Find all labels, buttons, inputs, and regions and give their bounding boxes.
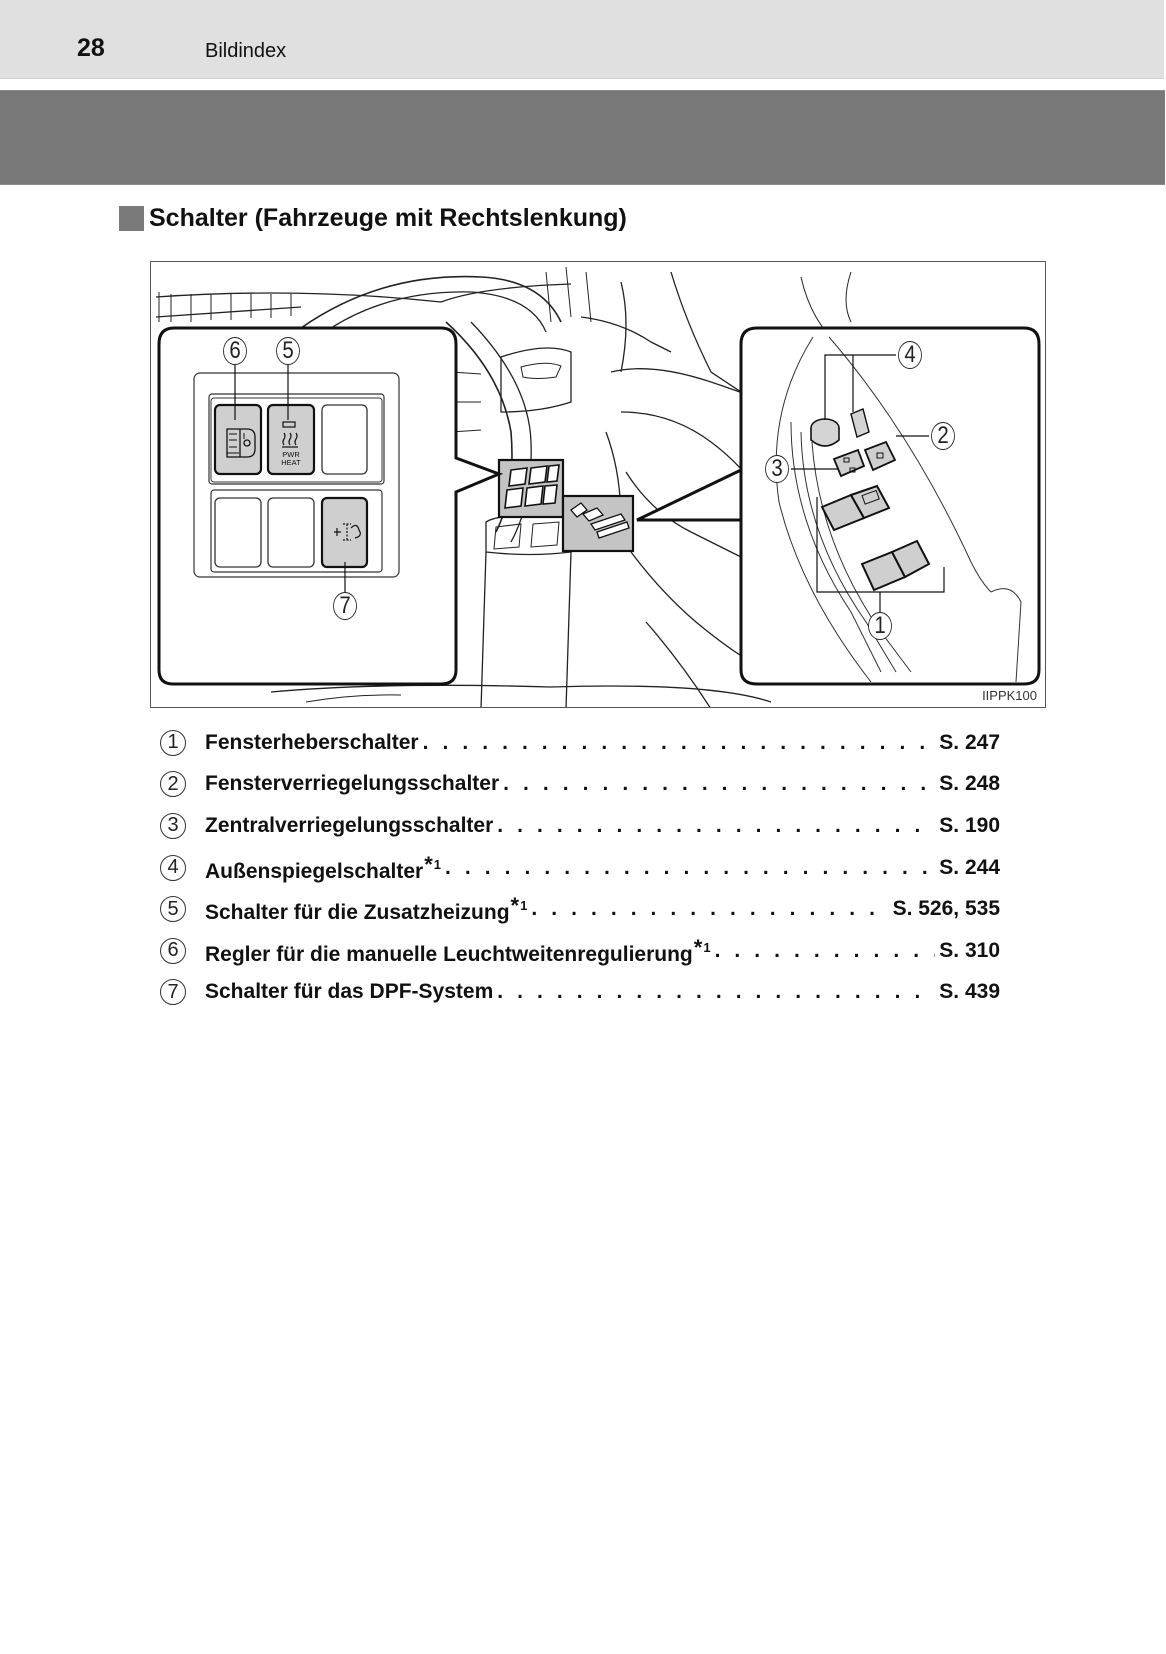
heater-icon [282,421,298,448]
footnote-asterisk: * [424,851,433,877]
vent-grille [158,292,292,322]
callout-list: 1 Fensterheberschalter . . . . . . . . .… [160,722,1000,1013]
headlight-leveling-switch [213,403,263,476]
callout-label: Außenspiegelschalter*1 [205,852,441,884]
mirror-knob-icon [810,418,840,447]
callout-label: Schalter für das DPF-System [205,980,494,1004]
window-lock-icon [876,452,884,459]
figure-label-2: 2 [931,422,955,450]
page-reference-link[interactable]: S. 190 [939,813,1000,837]
section-marker-icon [119,206,144,231]
callout-item: 1 Fensterheberschalter . . . . . . . . .… [160,722,1000,764]
dpf-icon [334,523,361,541]
running-head: Bildindex [205,40,287,62]
callout-item: 6 Regler für die manuelle Leuchtweitenre… [160,930,1000,972]
pwr-label: PWR [282,450,300,459]
callout-number: 2 [160,771,186,798]
figure-label-7: 7 [333,592,357,620]
callout-label: Zentralverriegelungsschalter [205,813,494,837]
door-lock-switch [832,448,866,478]
leader-dots: . . . . . . . . . . . . . . . . . . . . … [497,813,935,837]
chapter-bar [0,90,1165,185]
center-vent [500,347,572,413]
callout-number: 7 [160,979,186,1006]
figure-label-4: 4 [898,341,922,369]
heat-label: HEAT [281,458,301,467]
callout-label: Fensterverriegelungsschalter [205,772,500,796]
callout-item: 5 Schalter für die Zusatzheizung*1 . . .… [160,888,1000,930]
callout-number: 3 [160,812,186,839]
page-reference-link[interactable]: S. 244 [939,855,1000,879]
figure-id: IIPPK100 [982,688,1037,703]
callout-item: 2 Fensterverriegelungsschalter . . . . .… [160,764,1000,806]
figure-label-1: 1 [868,612,892,640]
callout-label: Regler für die manuelle Leuchtweitenregu… [205,935,711,967]
callout-item: 3 Zentralverriegelungsschalter . . . . .… [160,805,1000,847]
callout-number: 4 [160,854,186,881]
callout-number: 5 [160,896,186,923]
callout-item: 4 Außenspiegelschalter*1 . . . . . . . .… [160,847,1000,889]
window-lock-switch [863,440,897,472]
page-reference-link[interactable]: S. 247 [939,730,1000,754]
left-inset: PWR HEAT [157,326,504,686]
callout-item: 7 Schalter für das DPF-System . . . . . … [160,972,1000,1014]
figure-label-6: 6 [223,337,247,365]
callout-label-text: Regler für die manuelle Leuchtweitenregu… [205,942,693,966]
page-reference-link[interactable]: S. 310 [939,938,1000,962]
page-reference-link[interactable]: S. 526, 535 [892,897,1000,921]
section-title: Schalter (Fahrzeuge mit Rechtslenkung) [149,204,627,232]
page-reference-link[interactable]: S. 439 [939,980,1000,1004]
leader-dots: . . . . . . . . . . . . . . . . . . . . … [714,938,936,962]
figure-label-3: 3 [765,455,789,483]
leader-dots: . . . . . . . . . . . . . . . . . . . . … [503,772,935,796]
dash-outline [155,283,572,303]
switch-illustration: PWR HEAT [150,261,1046,708]
scene-switch-panel-left [497,458,565,519]
footnote-number: 1 [433,856,442,872]
callout-label: Schalter für die Zusatzheizung*1 [205,893,527,925]
dashboard-line-drawing: PWR HEAT [155,266,1041,707]
callout-number: 6 [160,937,186,964]
leader-dots: . . . . . . . . . . . . . . . . . . . . … [497,980,935,1004]
page-header-band: 28 Bildindex [0,0,1164,79]
leader-dots: . . . . . . . . . . . . . . . . . . . . … [445,855,935,879]
door-lock-icon [843,457,856,473]
steering-wheel-rim [300,275,562,329]
footnote-asterisk: * [510,893,520,919]
footnote-number: 1 [520,898,528,914]
headlight-leveling-icon [226,428,256,458]
scene-switch-panel-right [561,494,635,553]
footnote-asterisk: * [693,934,703,960]
callout-label: Fensterheberschalter [205,730,419,754]
right-inset [636,326,1041,686]
section-heading: Schalter (Fahrzeuge mit Rechtslenkung) [119,204,627,233]
figure-label-5: 5 [276,337,300,365]
aux-heater-switch [266,403,316,476]
leader-dots: . . . . . . . . . . . . . . . . . . . . … [531,897,888,921]
mirror-selector-switch [850,408,870,438]
leader-dots: . . . . . . . . . . . . . . . . . . . . … [422,730,936,754]
callout-label-text: Schalter für die Zusatzheizung [205,901,510,925]
page-number: 28 [77,34,105,62]
blank-switch [321,404,368,475]
callout-label-text: Außenspiegelschalter [205,859,424,883]
footnote-number: 1 [703,939,711,955]
page-reference-link[interactable]: S. 248 [939,772,1000,796]
callout-number: 1 [160,729,186,756]
